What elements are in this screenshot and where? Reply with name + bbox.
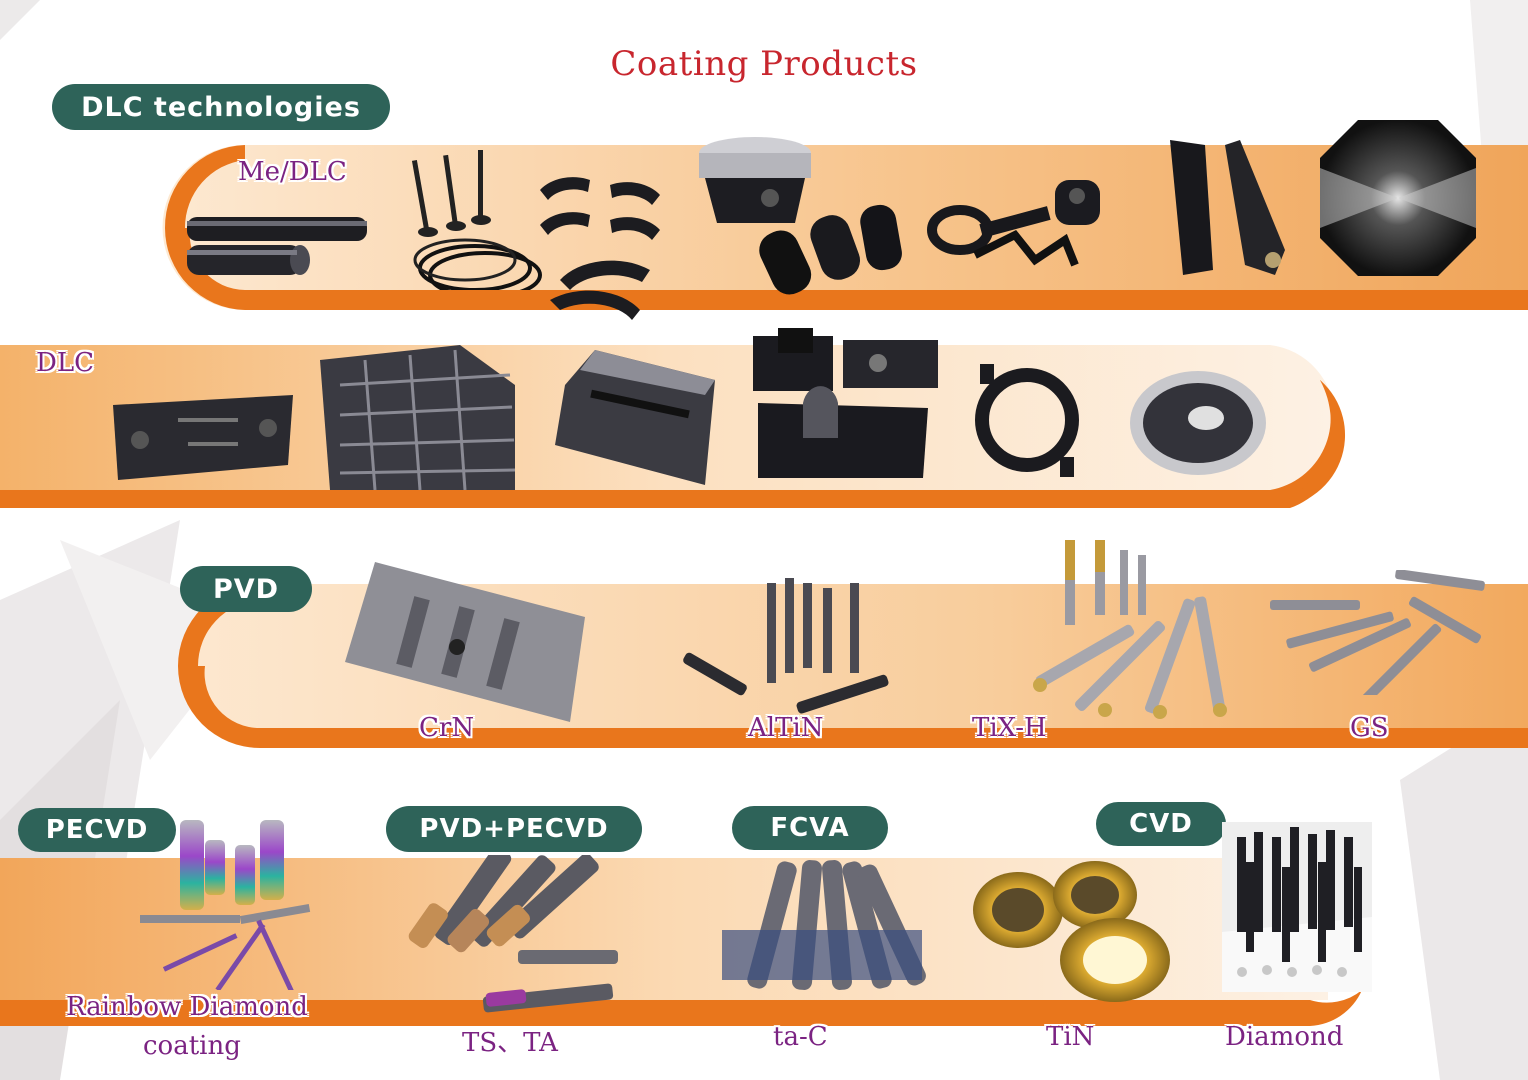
polished-disc-icon	[1320, 120, 1476, 276]
rainbow-diamond-label: Rainbow Diamond	[66, 992, 308, 1022]
tix-h-label: TiX-H	[972, 713, 1047, 743]
page-title: Coating Products	[610, 44, 918, 84]
me-dlc-label: Me/DLC	[238, 157, 347, 187]
engine-valve-icon	[411, 150, 542, 290]
ts-ta-label: TS、TA	[462, 1028, 558, 1058]
dlc-technologies-badge: DLC technologies	[52, 84, 390, 130]
gs-label: GS	[1350, 713, 1389, 743]
end-mill-icon	[683, 578, 889, 714]
end-mill-icon	[140, 820, 311, 990]
piston-pin-icon	[759, 204, 902, 295]
watch-case-icon	[975, 364, 1079, 477]
pvd-badge: PVD	[180, 566, 312, 612]
pecvd-badge: PECVD	[18, 808, 176, 852]
end-mill-icon	[1270, 570, 1485, 695]
cvd-badge: CVD	[1096, 802, 1226, 846]
crn-label: CrN	[419, 713, 475, 743]
tin-label: TiN	[1046, 1022, 1095, 1052]
steel-tube-icon	[187, 217, 367, 275]
piston-icon	[699, 137, 811, 223]
blade-icon	[1170, 140, 1285, 275]
mold-plate-icon	[113, 395, 293, 480]
fcva-badge: FCVA	[732, 806, 888, 850]
altin-label: AlTiN	[748, 713, 824, 743]
drill-icon	[1033, 540, 1227, 719]
rocker-arm-icon	[927, 180, 1100, 267]
threaded-ring-icon	[973, 861, 1170, 1002]
end-mill-icon	[408, 855, 618, 1013]
diamond-label: Diamond	[1225, 1022, 1344, 1052]
drill-icon	[722, 860, 926, 990]
injection-mold-icon	[345, 562, 585, 722]
grid-mold-icon	[320, 345, 515, 490]
dlc-label: DLC	[36, 348, 95, 378]
ta-c-label: ta-C	[773, 1022, 828, 1052]
pvd-pecvd-badge: PVD+PECVD	[386, 806, 642, 852]
coating-label: coating	[143, 1031, 241, 1061]
diamond-tool-rack-icon	[1222, 822, 1372, 992]
flange-disc-icon	[1130, 371, 1266, 475]
clamp-block-icon	[753, 328, 938, 478]
bearing-shell-icon	[540, 177, 660, 320]
fixture-block-icon	[555, 350, 715, 485]
